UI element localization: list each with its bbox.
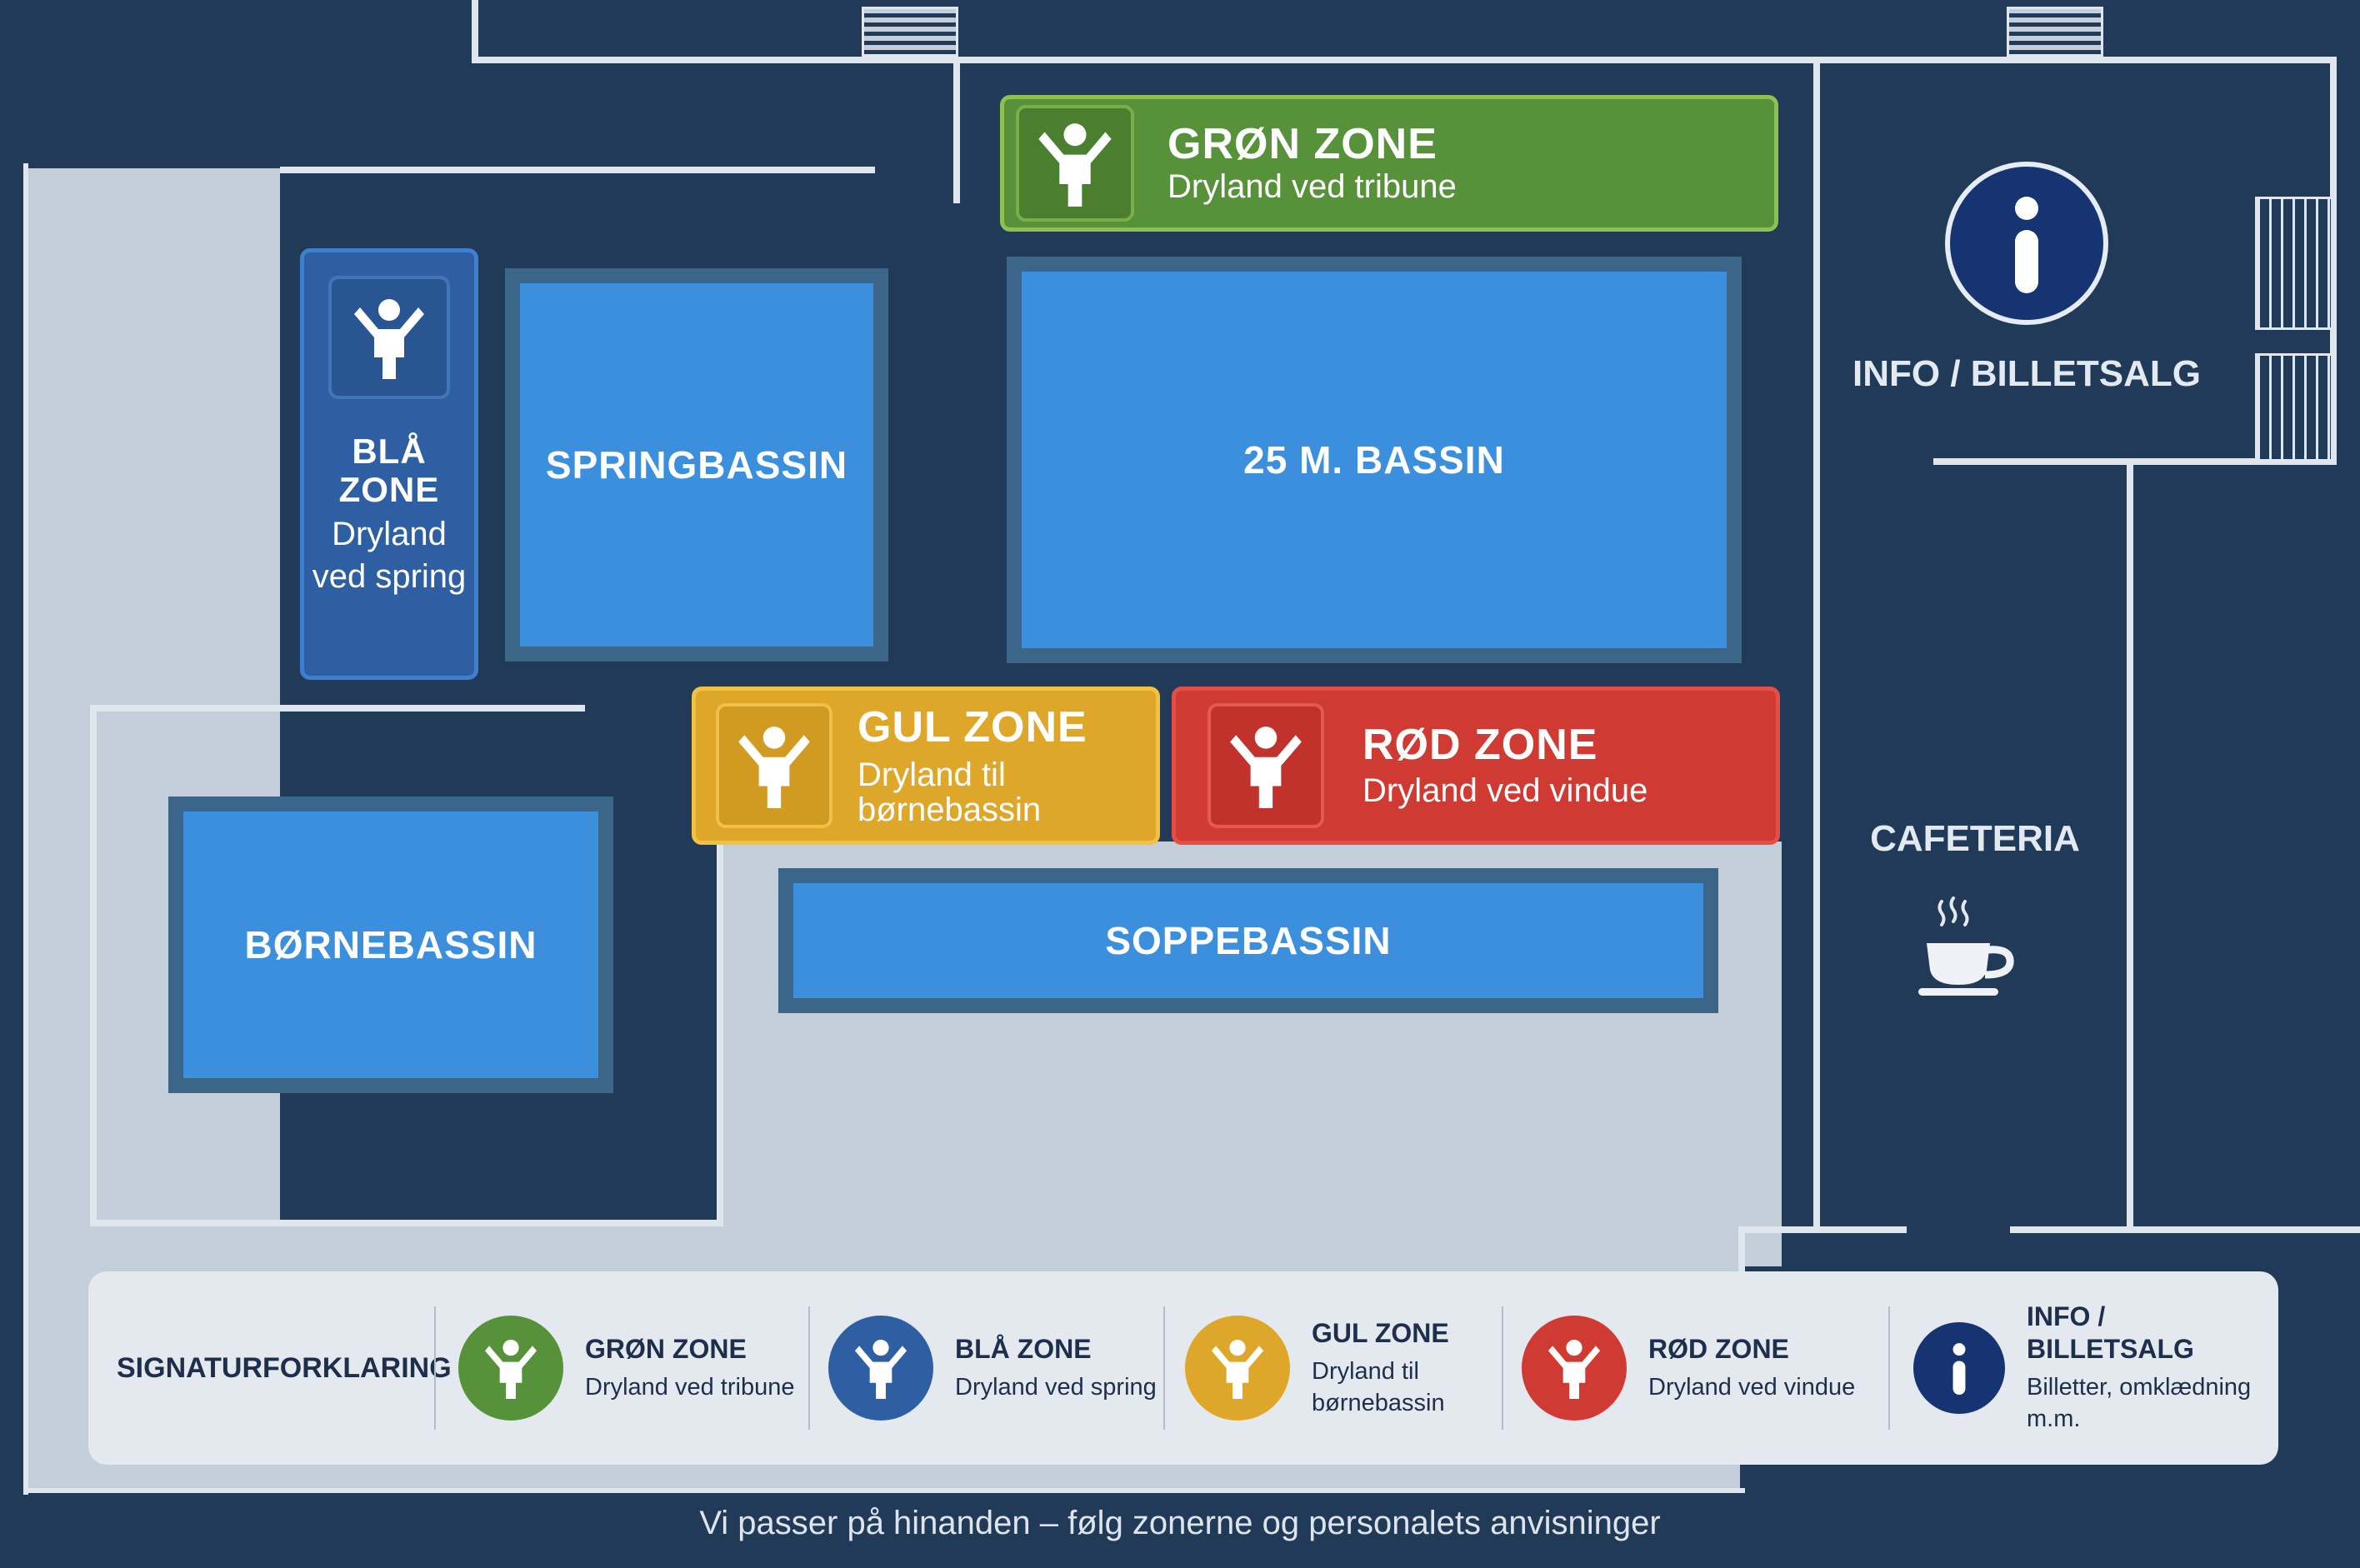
legend-info-sub2: m.m.: [2027, 1406, 2081, 1433]
wall: [472, 57, 2337, 63]
child-icon: [1230, 727, 1302, 808]
stairs: [2255, 353, 2333, 462]
legend-yellow-circle: [1185, 1316, 1290, 1421]
yellow-zone-line1: Dryland til: [858, 756, 1006, 793]
yellow-zone-icon-box: [716, 703, 832, 828]
blue-zone-title: BLÅ ZONE: [338, 432, 440, 510]
vent: [2007, 7, 2103, 57]
wall: [23, 1488, 1745, 1493]
legend-divider: [1163, 1306, 1165, 1430]
red-zone-subtitle: Dryland ved vindue: [1362, 772, 1648, 810]
green-zone-title: GRØN ZONE: [1168, 120, 1438, 168]
blue-zone-line2: ved spring: [312, 558, 467, 596]
child-icon: [738, 727, 810, 808]
pool-springbassin: SPRINGBASSIN: [505, 268, 888, 662]
green-zone-icon-box: [1016, 105, 1134, 222]
wall: [472, 0, 478, 63]
wall: [2127, 463, 2133, 1226]
legend-item-blue: BLÅ ZONE Dryland ved spring: [828, 1271, 1157, 1465]
child-icon: [1038, 123, 1112, 207]
legend-item-green: GRØN ZONE Dryland ved tribune: [458, 1271, 794, 1465]
wall: [1738, 1226, 1907, 1233]
footer-text: Vi passer på hinanden – følg zonerne og …: [699, 1505, 1661, 1541]
legend-red-circle: [1522, 1316, 1627, 1421]
yellow-zone-line2: børnebassin: [858, 791, 1042, 828]
red-zone-title: RØD ZONE: [1362, 721, 1598, 769]
legend-info-title: INFO / BILLETSALG: [2027, 1301, 2194, 1364]
wall: [717, 841, 723, 1226]
blue-zone-line1: Dryland: [332, 516, 447, 553]
wall: [1813, 57, 1820, 1226]
wall: [280, 167, 875, 173]
legend-yellow-sub2: børnebassin: [1312, 1390, 1445, 1417]
wall: [90, 705, 585, 712]
green-zone-subtitle: Dryland ved tribune: [1168, 168, 1457, 206]
info-icon: [1913, 1322, 2005, 1414]
wall: [2010, 1226, 2360, 1233]
child-icon: [354, 299, 424, 379]
legend-blue-sub: Dryland ved spring: [955, 1374, 1157, 1401]
pool-25m-bassin: 25 M. BASSIN: [1007, 257, 1742, 663]
legend-divider: [1888, 1306, 1890, 1430]
blue-zone-card: BLÅ ZONE Dryland ved spring: [300, 248, 478, 680]
blue-zone-icon-box: [328, 276, 450, 399]
info-label: INFO / BILLETSALG: [1852, 353, 2201, 394]
child-icon: [854, 1339, 908, 1399]
legend-divider: [808, 1306, 810, 1430]
wall: [953, 57, 960, 203]
legend-item-info: INFO / BILLETSALG Billetter, omklædning …: [1913, 1271, 2278, 1465]
coffee-cup-icon: [1918, 896, 2014, 996]
yellow-zone-title: GUL ZONE: [858, 703, 1088, 752]
legend-blue-title: BLÅ ZONE: [955, 1333, 1092, 1364]
red-zone-icon-box: [1208, 703, 1324, 828]
legend-blue-circle: [828, 1316, 933, 1421]
legend-info-sub1: Billetter, omklædning: [2027, 1374, 2252, 1401]
legend-red-title: RØD ZONE: [1648, 1333, 1789, 1364]
stairs: [2255, 197, 2333, 330]
green-zone-card: GRØN ZONE Dryland ved tribune: [1000, 95, 1778, 232]
red-zone-card: RØD ZONE Dryland ved vindue: [1172, 687, 1780, 845]
wall: [90, 1220, 722, 1226]
wall: [2330, 57, 2337, 465]
child-icon: [484, 1339, 538, 1399]
wall: [1933, 458, 2337, 465]
legend-divider: [434, 1306, 436, 1430]
info-icon: [1945, 162, 2108, 325]
child-icon: [1548, 1339, 1601, 1399]
legend-yellow-sub1: Dryland til: [1312, 1357, 1419, 1385]
wall: [23, 163, 28, 1495]
pool-soppebassin: SOPPEBASSIN: [778, 868, 1718, 1013]
vent: [862, 7, 958, 57]
legend-red-sub: Dryland ved vindue: [1648, 1374, 1856, 1401]
legend-green-circle: [458, 1316, 563, 1421]
legend-item-yellow: GUL ZONE Dryland til børnebassin: [1185, 1271, 1449, 1465]
wall: [90, 705, 97, 1226]
legend-green-sub: Dryland ved tribune: [585, 1374, 795, 1401]
cafeteria-label: CAFETERIA: [1870, 818, 2080, 859]
legend-heading: SIGNATURFORKLARING: [117, 1351, 452, 1384]
legend-panel: SIGNATURFORKLARING GRØN ZONE Dryland ved…: [88, 1271, 2278, 1465]
legend-yellow-title: GUL ZONE: [1312, 1317, 1449, 1348]
wall: [1738, 1226, 1745, 1273]
pool-bornebassin: BØRNEBASSIN: [168, 796, 613, 1093]
legend-green-title: GRØN ZONE: [585, 1333, 747, 1364]
yellow-zone-card: GUL ZONE Dryland til børnebassin: [692, 687, 1160, 845]
legend-item-red: RØD ZONE Dryland ved vindue: [1522, 1271, 1855, 1465]
child-icon: [1211, 1339, 1264, 1399]
legend-divider: [1502, 1306, 1503, 1430]
